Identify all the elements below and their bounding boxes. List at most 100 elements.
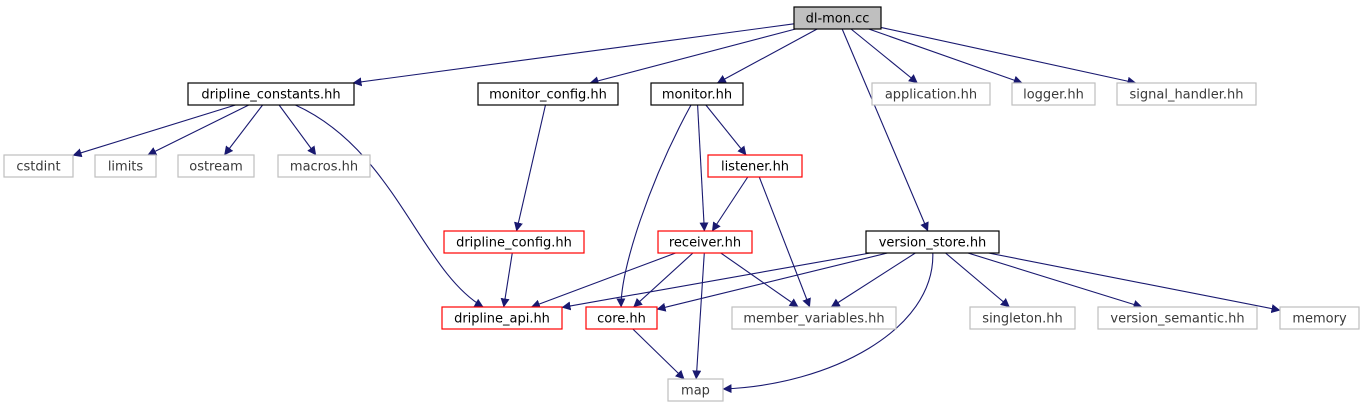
node-application: application.hh — [871, 82, 991, 106]
edge-dl-mon-to-monitor-config — [589, 28, 796, 86]
edge-dl-mon-to-signal-handler — [880, 26, 1137, 86]
node-box — [793, 6, 882, 30]
node-label: member_variables.hh — [743, 312, 884, 327]
node-box — [707, 154, 803, 178]
node-memory: memory — [1279, 306, 1360, 330]
node-version-store[interactable]: version_store.hh — [865, 230, 1000, 254]
node-box — [1097, 306, 1258, 330]
node-ostream: ostream — [177, 154, 255, 178]
node-box — [3, 154, 74, 178]
node-label: version_semantic.hh — [1110, 312, 1244, 327]
node-map: map — [667, 378, 724, 402]
node-box — [585, 306, 658, 330]
node-box — [443, 230, 585, 254]
node-box — [177, 154, 255, 178]
node-listener[interactable]: listener.hh — [707, 154, 803, 178]
node-box — [1116, 82, 1257, 106]
node-core[interactable]: core.hh — [585, 306, 658, 330]
edge-dl-mon-to-logger — [868, 28, 1023, 85]
node-member-variables: member_variables.hh — [731, 306, 897, 330]
node-label: ostream — [189, 160, 243, 175]
node-box — [731, 306, 897, 330]
node-label: signal_handler.hh — [1129, 88, 1243, 103]
node-label: listener.hh — [721, 160, 789, 175]
node-box — [277, 154, 371, 178]
edge-version-store-to-map — [722, 252, 934, 394]
node-box — [865, 230, 1000, 254]
node-label: monitor_config.hh — [489, 88, 607, 103]
edge-receiver-to-dripline-api — [530, 252, 676, 309]
edge-dl-mon-to-version-store — [841, 28, 929, 232]
edge-version-store-to-member-variables — [830, 252, 916, 308]
node-dripline-constants[interactable]: dripline_constants.hh — [187, 82, 355, 106]
node-box — [477, 82, 619, 106]
node-singleton: singleton.hh — [969, 306, 1076, 330]
node-label: logger.hh — [1023, 88, 1084, 103]
edge-monitor-to-listener — [705, 104, 747, 156]
edge-version-store-to-memory — [988, 252, 1281, 314]
edge-listener-to-member-variables — [758, 176, 811, 308]
node-label: limits — [108, 160, 144, 175]
edge-monitor-config-to-dripline-config — [514, 104, 547, 232]
node-box — [1279, 306, 1360, 330]
node-label: dripline_constants.hh — [201, 88, 340, 103]
edge-dripline-constants-to-cstdint — [72, 104, 236, 158]
node-label: core.hh — [597, 312, 646, 327]
node-limits: limits — [94, 154, 157, 178]
edge-listener-to-receiver — [711, 176, 749, 232]
edges-layer — [72, 23, 1281, 394]
edge-dl-mon-to-dripline-constants — [352, 23, 795, 87]
node-label: receiver.hh — [669, 236, 741, 251]
node-monitor[interactable]: monitor.hh — [650, 82, 744, 106]
node-label: memory — [1292, 312, 1347, 327]
edge-dl-mon-to-monitor — [716, 28, 818, 84]
nodes-layer: dl-mon.cc dripline_constants.hh monitor_co… — [3, 6, 1360, 402]
node-box — [650, 82, 744, 106]
node-label: monitor.hh — [662, 88, 732, 103]
edge-receiver-to-core — [633, 252, 694, 308]
node-box — [969, 306, 1076, 330]
edge-version-store-to-dripline-api — [561, 252, 871, 311]
node-dl-mon[interactable]: dl-mon.cc — [793, 6, 882, 30]
node-label: macros.hh — [290, 160, 358, 175]
node-label: singleton.hh — [982, 312, 1062, 327]
node-box — [441, 306, 563, 330]
node-cstdint: cstdint — [3, 154, 74, 178]
node-box — [187, 82, 355, 106]
node-box — [657, 230, 753, 254]
node-label: cstdint — [16, 160, 60, 175]
edge-dripline-constants-to-dripline-api — [295, 104, 484, 308]
edge-core-to-map — [632, 328, 685, 380]
node-label: dl-mon.cc — [806, 12, 870, 27]
edge-monitor-to-core — [616, 104, 692, 308]
edge-dripline-constants-to-limits — [147, 104, 250, 156]
node-dripline-config[interactable]: dripline_config.hh — [443, 230, 585, 254]
edge-version-store-to-version-semantic — [967, 252, 1143, 309]
edge-dripline-constants-to-macros — [278, 104, 317, 156]
edge-dl-mon-to-application — [850, 28, 918, 84]
node-label: application.hh — [885, 88, 977, 103]
edge-dripline-constants-to-ostream — [223, 104, 264, 156]
edge-version-store-to-singleton — [945, 252, 1010, 308]
edge-receiver-to-member-variables — [720, 252, 799, 308]
node-box — [871, 82, 991, 106]
node-label: dripline_api.hh — [454, 312, 550, 327]
node-label: version_store.hh — [879, 236, 987, 251]
node-label: dripline_config.hh — [456, 236, 572, 251]
node-box — [667, 378, 724, 402]
edge-dripline-config-to-dripline-api — [500, 252, 513, 308]
edge-monitor-to-receiver — [697, 104, 709, 232]
node-box — [1011, 82, 1096, 106]
node-signal-handler: signal_handler.hh — [1116, 82, 1257, 106]
edge-version-store-to-core — [656, 252, 888, 312]
node-monitor-config[interactable]: monitor_config.hh — [477, 82, 619, 106]
node-logger: logger.hh — [1011, 82, 1096, 106]
node-label: map — [681, 384, 710, 399]
node-version-semantic: version_semantic.hh — [1097, 306, 1258, 330]
node-macros: macros.hh — [277, 154, 371, 178]
node-box — [94, 154, 157, 178]
node-dripline-api[interactable]: dripline_api.hh — [441, 306, 563, 330]
edge-receiver-to-map — [692, 252, 705, 380]
node-receiver[interactable]: receiver.hh — [657, 230, 753, 254]
